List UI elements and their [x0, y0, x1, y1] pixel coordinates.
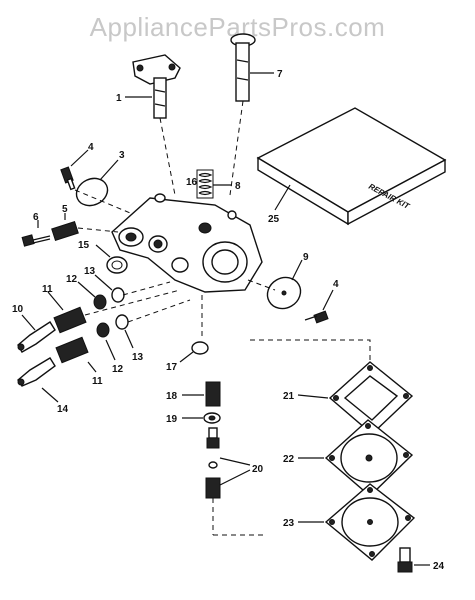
- part-screw-upper: [60, 166, 76, 191]
- part-needle-10: [17, 321, 56, 353]
- part-spring-18: [205, 381, 221, 407]
- callout-9: 9: [303, 252, 309, 263]
- callout-23: 23: [283, 518, 295, 529]
- part-choke-shaft: [230, 33, 256, 102]
- part-spring-11-upper: [53, 306, 87, 334]
- part-throttle-shaft: [132, 54, 181, 119]
- callout-13-upper: 13: [84, 266, 96, 277]
- part-screw-6: [21, 234, 51, 247]
- callout-1: 1: [116, 93, 122, 104]
- callout-25: 25: [268, 214, 280, 225]
- callout-24: 24: [433, 561, 445, 572]
- callout-6: 6: [33, 212, 39, 223]
- callout-15: 15: [78, 240, 90, 251]
- callout-14: 14: [57, 404, 69, 415]
- part-washer-13-upper: [111, 287, 125, 303]
- callout-5: 5: [62, 204, 68, 215]
- callout-labels: 1 7 4 3 16 8 25 6 5 15 12 13 9 4 10 11 1…: [12, 69, 445, 572]
- callout-17: 17: [166, 362, 178, 373]
- part-gasket-21: [328, 361, 414, 435]
- part-idle-spring: [196, 169, 214, 199]
- part-ring-17: [191, 341, 209, 355]
- part-carburetor-body: [111, 193, 263, 293]
- callout-7: 7: [277, 69, 283, 80]
- part-repair-kit: REPAIR KIT: [256, 107, 447, 226]
- part-washer-19: [203, 412, 221, 424]
- callout-12-lower: 12: [112, 364, 124, 375]
- callout-4-lower: 4: [333, 279, 339, 290]
- callout-4-upper: 4: [88, 142, 94, 153]
- part-washer-12-upper: [93, 294, 107, 310]
- part-throttle-plate: [75, 177, 109, 207]
- part-ring-15: [106, 256, 128, 274]
- part-plate-9: [266, 276, 302, 310]
- part-spring-11-lower: [55, 336, 89, 364]
- callout-3: 3: [119, 150, 125, 161]
- part-needle-14: [17, 357, 56, 387]
- callout-18: 18: [166, 391, 178, 402]
- callout-12-upper: 12: [66, 274, 78, 285]
- callout-11-upper: 11: [42, 284, 53, 295]
- callout-13-lower: 13: [132, 352, 144, 363]
- callout-10: 10: [12, 304, 24, 315]
- callout-19: 19: [166, 414, 178, 425]
- part-diaphragm-22: [324, 419, 414, 497]
- callout-20: 20: [252, 464, 264, 475]
- part-cover-23: [324, 483, 416, 561]
- part-washer-12-lower: [96, 322, 110, 338]
- callout-11-lower: 11: [92, 376, 103, 387]
- callout-8: 8: [235, 181, 241, 192]
- part-screw-lower: [304, 310, 329, 324]
- callout-16: 16: [186, 177, 198, 188]
- callout-21: 21: [283, 391, 295, 402]
- part-inlet-needle-20: [205, 427, 221, 499]
- part-washer-13-lower: [115, 314, 129, 330]
- part-spring-5: [51, 220, 79, 242]
- callout-22: 22: [283, 454, 295, 465]
- part-screw-24: [397, 547, 413, 573]
